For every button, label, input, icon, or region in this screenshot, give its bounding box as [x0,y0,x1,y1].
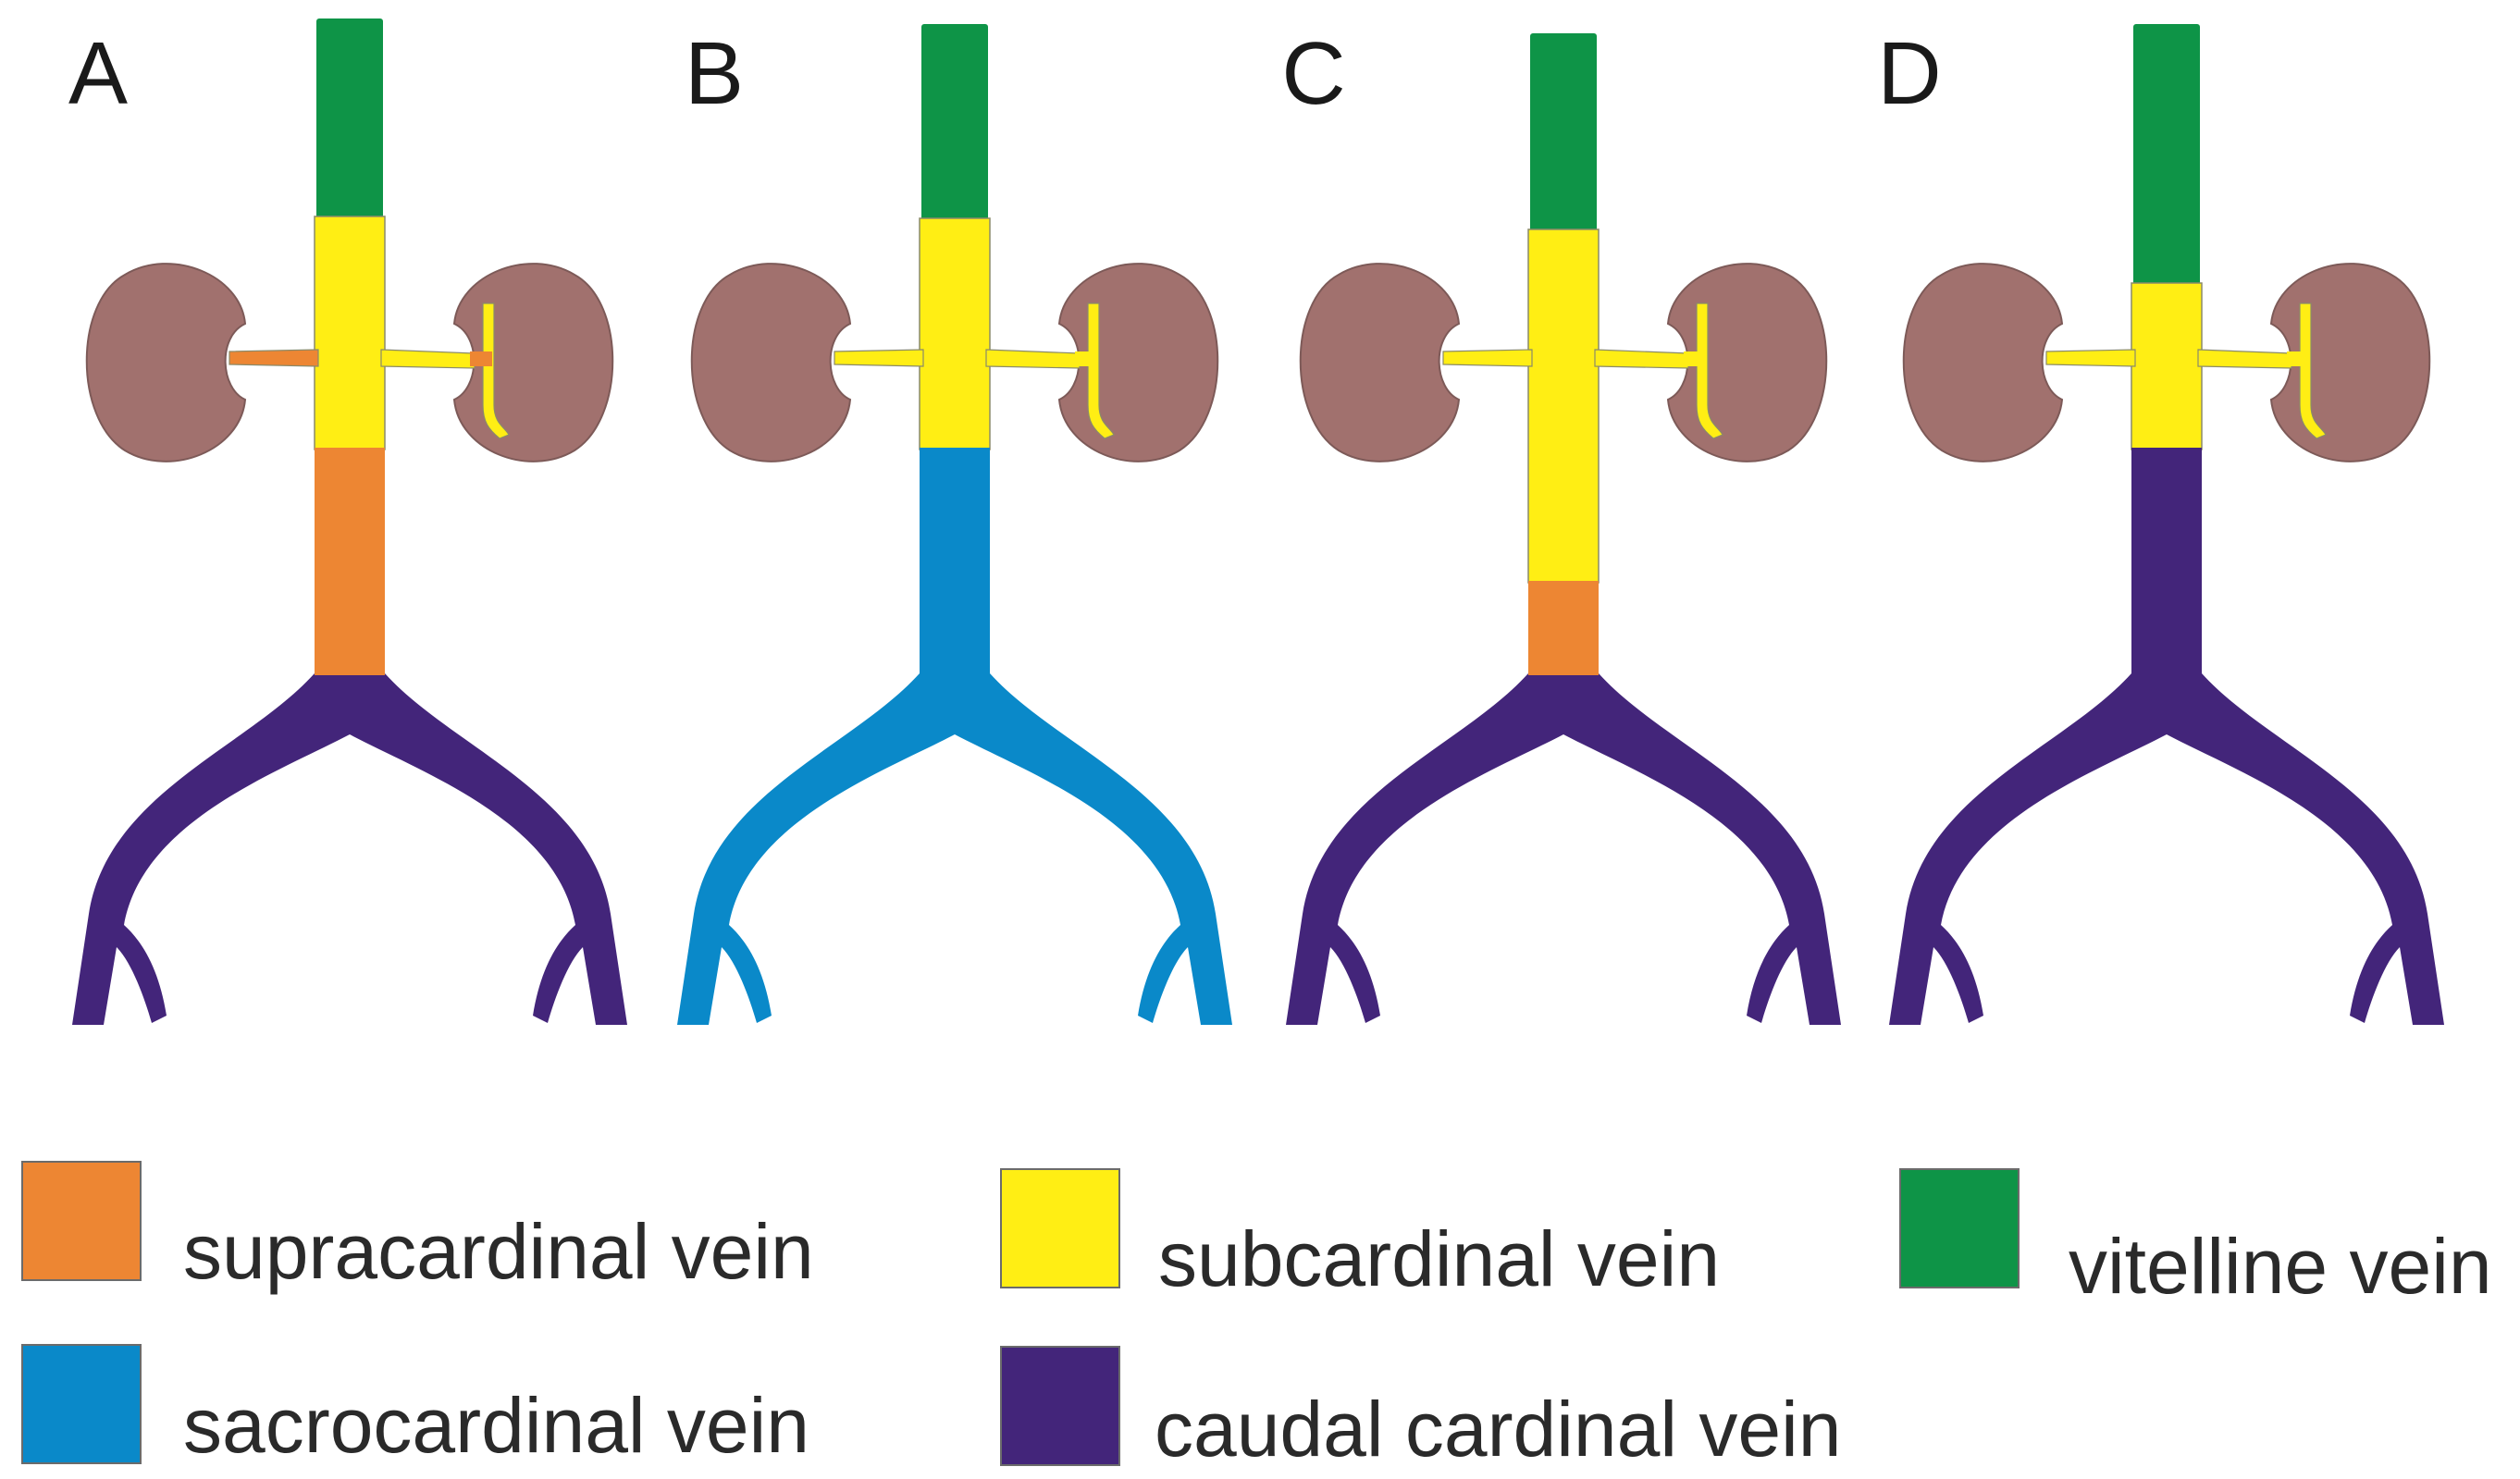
left-kidney [1299,263,1461,462]
panel-d: D [1877,24,2444,1025]
legend-swatch [21,1344,142,1464]
trunk-lower-segment [2131,448,2202,675]
right-renal-tip [1684,351,1706,366]
left-renal-vein [2045,349,2136,367]
legend-swatch [1899,1168,2020,1288]
trunk-upper-segment [2133,24,2200,285]
legend-label: sacrocardinal vein [183,1382,809,1469]
right-renal-vein [380,349,476,369]
panel-letter-a: A [68,24,128,123]
panels-group: A B C D [68,18,2444,1025]
legend-swatch [21,1161,142,1281]
trunk-middle-segment [314,216,386,450]
legend-label: supracardinal vein [183,1208,814,1295]
caudal-fork [1286,673,1841,1025]
legend-label: vitelline vein [2069,1223,2492,1310]
panel-a: A [68,18,627,1025]
trunk-upper-segment [1530,33,1597,231]
legend-group: supracardinal vein subcardinal vein vitell… [21,1161,2492,1473]
right-renal-vein [985,349,1081,369]
left-renal-vein [1442,349,1533,367]
legend-label: subcardinal vein [1158,1215,1720,1302]
caudal-fork [1889,673,2444,1025]
gonadal-branch [482,302,510,439]
right-renal-vein [1594,349,1689,369]
trunk-lower-segment [920,448,990,675]
panel-b: B [677,24,1232,1025]
legend-item-subcardinal: subcardinal vein [1000,1168,1720,1302]
panel-letter-b: B [685,24,744,123]
left-kidney [1902,263,2064,462]
caudal-fork [677,673,1232,1025]
legend-item-vitelline: vitelline vein [1899,1168,2492,1310]
legend-swatch [1000,1346,1120,1466]
gonadal-branch [1087,302,1115,439]
panel-letter-c: C [1281,24,1345,123]
panel-c: C [1281,24,1841,1025]
trunk-upper-segment [316,18,383,218]
trunk-upper-segment [921,24,988,220]
gonadal-branch [1696,302,1723,439]
legend-label: caudal cardinal vein [1155,1386,1841,1473]
trunk-middle-segment [1527,228,1600,584]
right-renal-tip [1075,351,1097,366]
panel-letter-d: D [1877,24,1941,123]
legend-item-supracardinal: supracardinal vein [21,1161,814,1295]
gonadal-branch [2299,302,2327,439]
left-kidney [85,263,247,462]
trunk-middle-segment [2131,282,2203,450]
legend-item-sacrocardinal: sacrocardinal vein [21,1344,809,1469]
right-renal-tip [470,351,492,366]
legend-item-caudal-cardinal: caudal cardinal vein [1000,1346,1841,1473]
left-renal-vein [229,349,319,367]
caudal-fork [72,673,627,1025]
right-renal-vein [2197,349,2292,369]
trunk-middle-segment [919,217,991,450]
trunk-lower-segment [1528,581,1599,675]
right-renal-tip [2287,351,2309,366]
left-renal-vein [834,349,924,367]
trunk-lower-segment [315,448,385,675]
left-kidney [690,263,852,462]
legend-swatch [1000,1168,1120,1288]
